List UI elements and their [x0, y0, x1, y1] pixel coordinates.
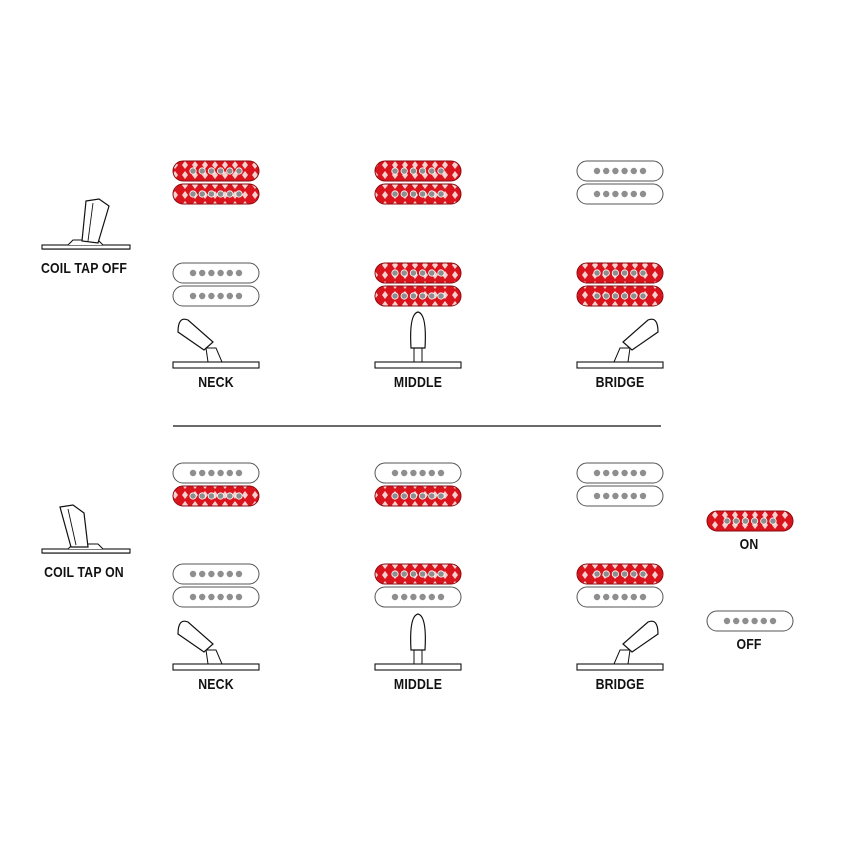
- coil-inactive: [172, 262, 260, 284]
- bridge-pickup: [172, 563, 260, 608]
- selector-switch-middle-icon: [374, 613, 462, 671]
- neck-pickup: [374, 160, 462, 205]
- selector-switch-bridge-icon: [576, 620, 664, 671]
- coil-inactive: [576, 462, 664, 484]
- coil-inactive: [576, 586, 664, 608]
- section-title-coil-tap-off: COIL TAP OFF: [40, 260, 128, 277]
- coil-active: [374, 160, 462, 182]
- bridge-pickup: [374, 262, 462, 307]
- coil-active: [374, 285, 462, 307]
- position-label-bridge: BRIDGE: [595, 676, 645, 693]
- section-coil-tap-on: [41, 462, 664, 671]
- coil-active: [374, 485, 462, 507]
- neck-pickup: [172, 462, 260, 507]
- position-label-middle: MIDDLE: [393, 676, 443, 693]
- bridge-pickup: [576, 262, 664, 307]
- coil-active: [374, 563, 462, 585]
- coil-active: [576, 563, 664, 585]
- bridge-pickup: [172, 262, 260, 307]
- coil-active: [172, 485, 260, 507]
- position-label-neck: NECK: [198, 374, 234, 391]
- coil-active: [172, 183, 260, 205]
- coil-active: [172, 160, 260, 182]
- legend-on-label: ON: [739, 536, 759, 553]
- coil-inactive: [374, 462, 462, 484]
- selector-switch-neck-icon: [172, 620, 260, 671]
- coil-active: [374, 262, 462, 284]
- coil-active: [374, 183, 462, 205]
- neck-pickup: [576, 462, 664, 507]
- coil-inactive: [172, 563, 260, 585]
- selector-switch-neck-icon: [172, 318, 260, 369]
- coil-active: [576, 285, 664, 307]
- selector-switch-middle-icon: [374, 311, 462, 369]
- coil-inactive: [576, 160, 664, 182]
- position-label-neck: NECK: [198, 676, 234, 693]
- coil-active: [576, 262, 664, 284]
- position-label-bridge: BRIDGE: [595, 374, 645, 391]
- neck-pickup: [576, 160, 664, 205]
- bridge-pickup: [374, 563, 462, 608]
- selector-switch-bridge-icon: [576, 318, 664, 369]
- coil-inactive: [576, 485, 664, 507]
- coil-inactive: [374, 586, 462, 608]
- legend: [706, 510, 794, 632]
- neck-pickup: [172, 160, 260, 205]
- coil-inactive: [576, 183, 664, 205]
- coil-inactive: [172, 586, 260, 608]
- section-coil-tap-off: [41, 160, 664, 369]
- coil-active: [706, 510, 794, 532]
- coil-inactive: [172, 285, 260, 307]
- bridge-pickup: [576, 563, 664, 608]
- coil-inactive: [172, 462, 260, 484]
- coil-inactive: [706, 610, 794, 632]
- legend-off-label: OFF: [736, 636, 762, 653]
- neck-pickup: [374, 462, 462, 507]
- tone-switch-icon: [41, 504, 131, 554]
- position-label-middle: MIDDLE: [393, 374, 443, 391]
- section-title-coil-tap-on: COIL TAP ON: [44, 564, 124, 581]
- tone-switch-icon: [41, 198, 131, 250]
